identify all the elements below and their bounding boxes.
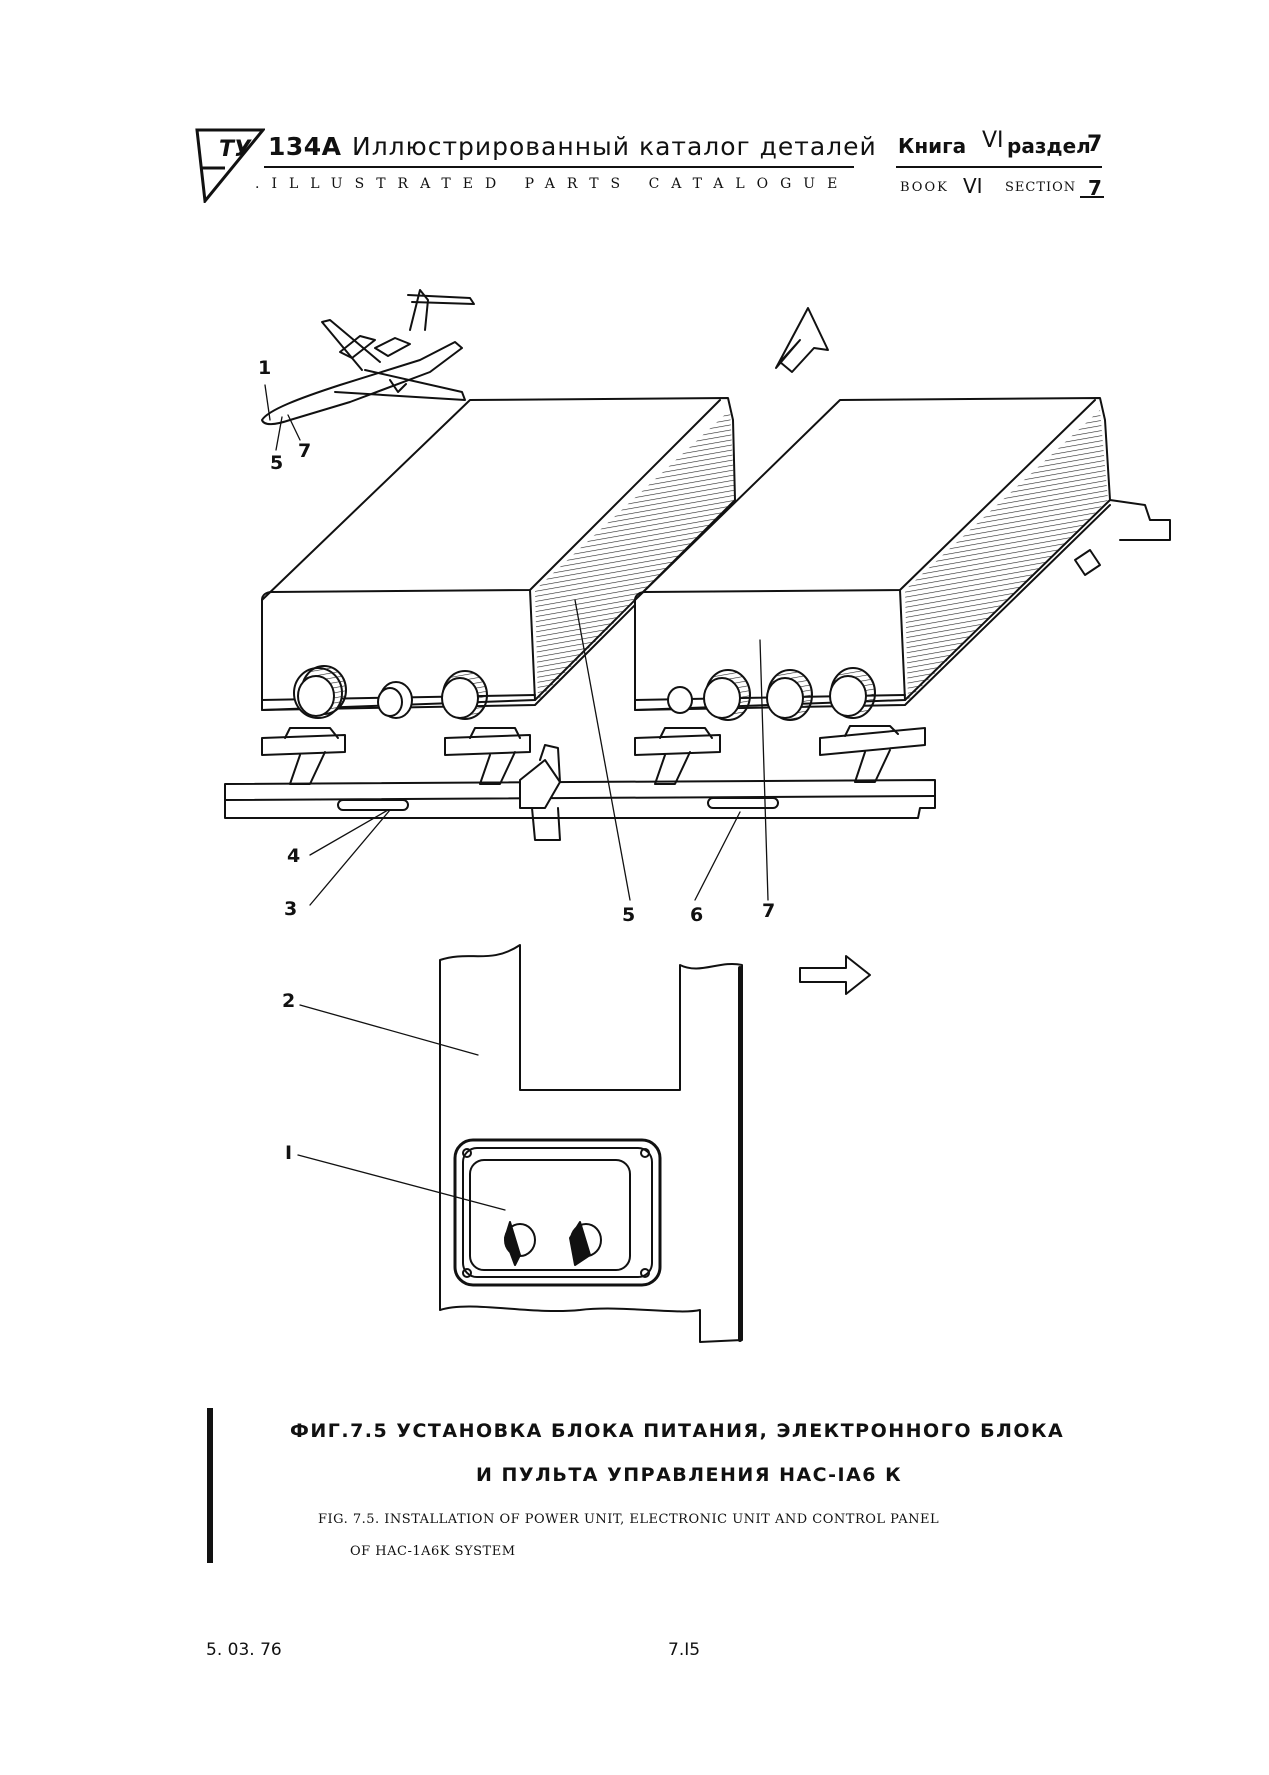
catalog-title-en: .ILLUSTRATED PARTS CATALOGUE	[255, 176, 850, 192]
book-label-en: BOOK	[900, 180, 949, 195]
callout-3: 3	[284, 898, 298, 920]
header-rule	[264, 166, 854, 168]
book-number-en: VI	[963, 174, 983, 198]
page-number: 7.I5	[668, 1640, 701, 1660]
forward-arrow-icon	[775, 307, 829, 373]
book-label-ru: Книга	[898, 134, 967, 158]
aircraft-model: 134А	[268, 132, 342, 161]
section-number-en: 7	[1088, 176, 1102, 200]
revision-bar	[207, 1408, 213, 1563]
callout-1: I	[285, 1142, 293, 1164]
figure-caption-en-line1: FIG. 7.5. INSTALLATION OF POWER UNIT, EL…	[318, 1512, 940, 1527]
callout-plane-5: 5	[270, 452, 284, 474]
revision-date: 5. 03. 76	[206, 1640, 282, 1660]
svg-text:ТУ: ТУ	[219, 137, 252, 162]
catalog-title-ru: Иллюстрированный каталог деталей	[352, 132, 877, 161]
airplane-icon	[261, 289, 475, 426]
tu-logo-icon: ТУ	[195, 128, 265, 203]
section-rule	[1080, 196, 1104, 198]
book-number-ru: VI	[982, 128, 1004, 153]
callout-plane-7: 7	[298, 440, 312, 462]
callout-4: 4	[287, 845, 301, 867]
callout-6: 6	[690, 904, 704, 926]
figure-caption-ru-line1: ФИГ.7.5 УСТАНОВКА БЛОКА ПИТАНИЯ, ЭЛЕКТРО…	[290, 1420, 1065, 1442]
figure-caption-en-line2: OF HAC-1A6K SYSTEM	[350, 1544, 516, 1559]
section-label-en: SECTION	[1005, 180, 1077, 195]
figure-caption-ru-line2: И ПУЛЬТА УПРАВЛЕНИЯ НАС-IA6 К	[476, 1464, 903, 1486]
section-label-ru: раздел	[1007, 134, 1091, 158]
direction-arrow-icon	[799, 955, 871, 995]
callout-5: 5	[622, 904, 636, 926]
book-rule	[896, 166, 1102, 168]
callout-2: 2	[282, 990, 296, 1012]
section-number-ru: 7	[1087, 132, 1103, 157]
callout-plane-1: 1	[258, 357, 272, 379]
callout-7: 7	[762, 900, 776, 922]
